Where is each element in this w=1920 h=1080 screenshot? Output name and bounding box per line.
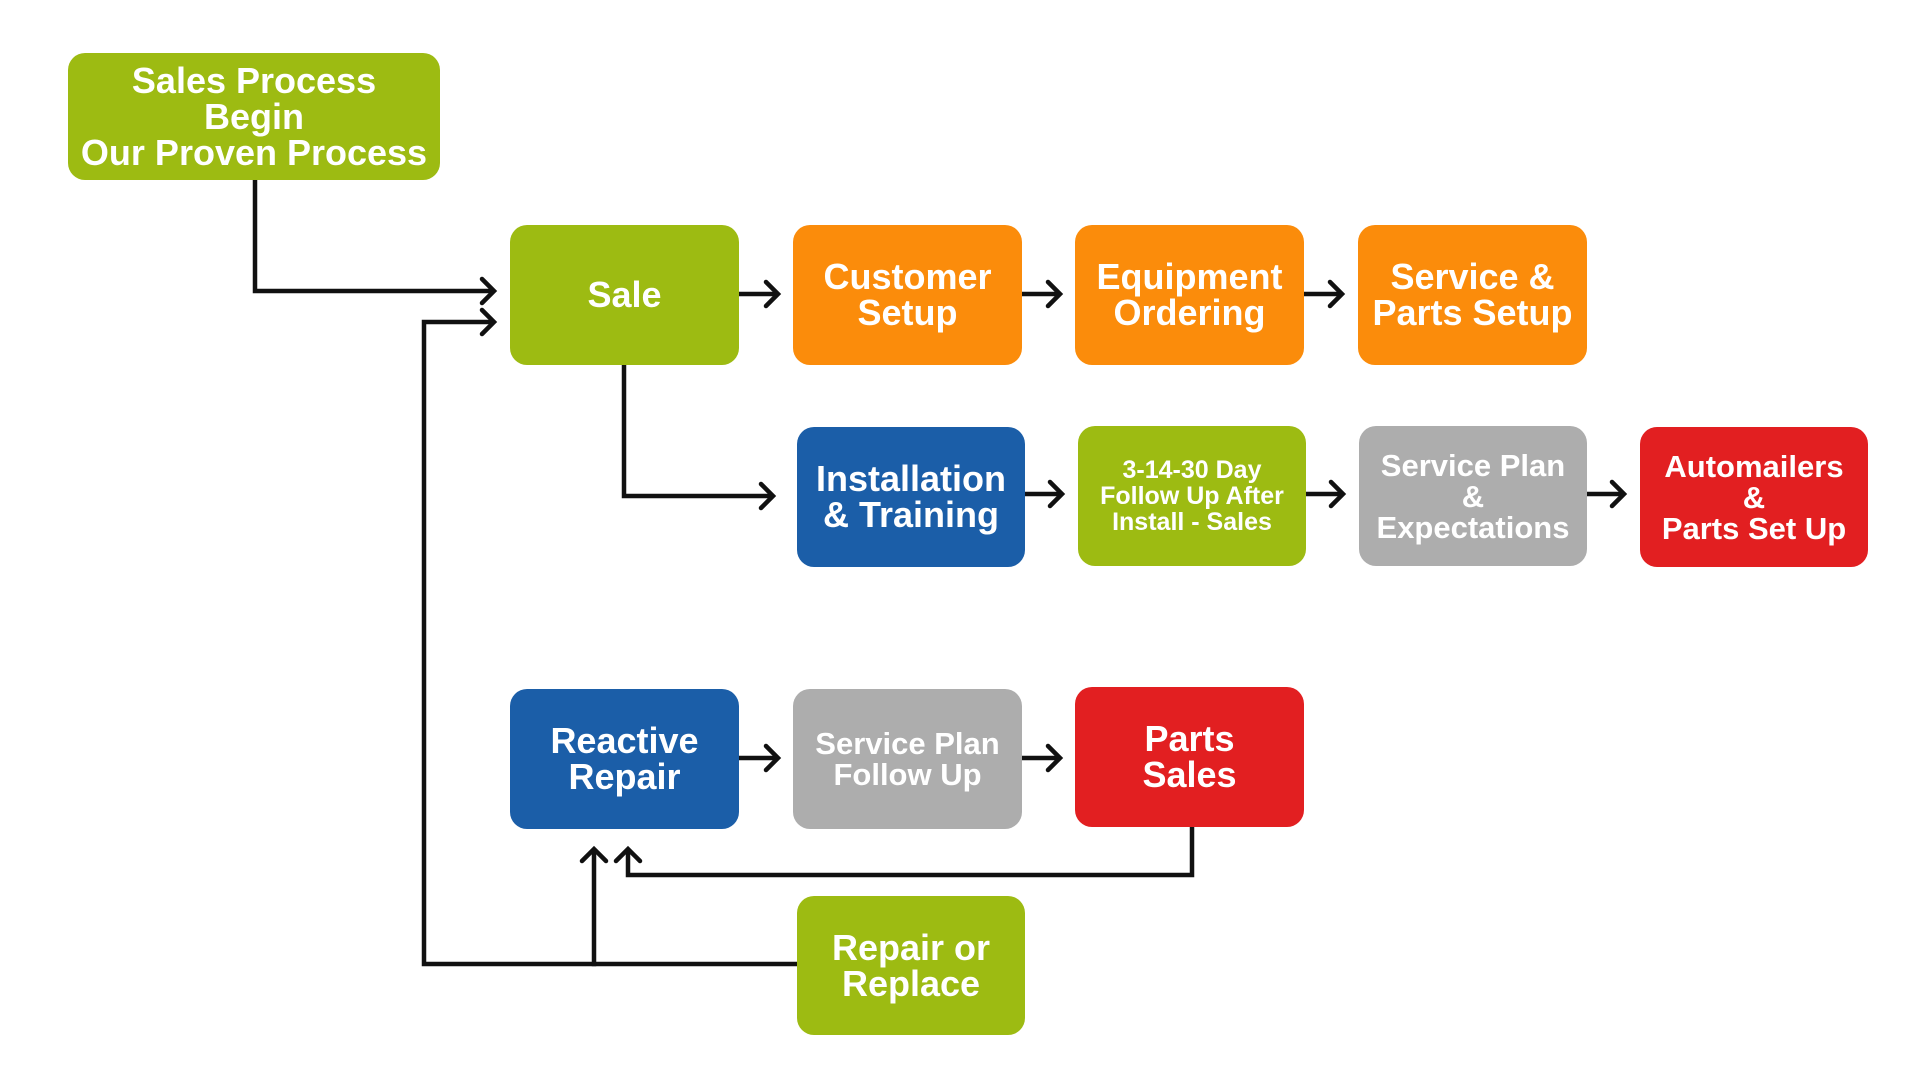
node-label: 3-14-30 Day Follow Up After Install - Sa… [1100, 456, 1284, 536]
node-label: Equipment Ordering [1096, 256, 1283, 333]
edge-sale-to-customer-setup [737, 279, 782, 309]
edge-reactive-repair-to-service-plan-follow-up [737, 743, 782, 773]
node-repair-or-replace[interactable]: Repair or Replace [797, 896, 1025, 1035]
edge-installation-training-to-follow-up [1022, 479, 1066, 509]
node-customer-setup[interactable]: Customer Setup [793, 225, 1022, 365]
node-label: Reactive Repair [550, 720, 699, 797]
node-sale[interactable]: Sale [510, 225, 739, 365]
node-equipment-ordering[interactable]: Equipment Ordering [1075, 225, 1304, 365]
node-label: Sales Process Begin Our Proven Process [80, 59, 428, 173]
node-automailers-parts-setup[interactable]: Automailers & Parts Set Up [1640, 427, 1868, 567]
node-parts-sales[interactable]: Parts Sales [1075, 687, 1304, 827]
node-reactive-repair[interactable]: Reactive Repair [510, 689, 739, 829]
edge-follow-up-to-service-plan-expectations [1303, 479, 1347, 509]
edge-service-plan-expectations-to-automailers [1584, 479, 1628, 509]
edge-sale-to-installation-training [621, 362, 777, 511]
edge-repair-or-replace-to-reactive-repair [579, 845, 609, 967]
edge-start-to-sale [252, 179, 498, 306]
node-service-plan-follow-up[interactable]: Service Plan Follow Up [793, 689, 1022, 829]
node-label: Sale [587, 274, 662, 315]
node-label: Repair or Replace [831, 926, 991, 1004]
node-label: Customer Setup [823, 256, 992, 333]
node-label: Automailers & Parts Set Up [1661, 448, 1847, 546]
node-label: Installation & Training [815, 458, 1007, 535]
node-label: Service & Parts Setup [1372, 256, 1573, 333]
node-installation-training[interactable]: Installation & Training [797, 427, 1025, 567]
edge-repair-or-replace-to-sale [421, 307, 801, 967]
edge-customer-setup-to-equipment-ordering [1019, 279, 1064, 309]
node-follow-up-after-install[interactable]: 3-14-30 Day Follow Up After Install - Sa… [1078, 426, 1306, 566]
edge-parts-sales-to-reactive-repair [613, 824, 1195, 878]
node-label: Service Plan Follow Up [815, 726, 1000, 792]
node-sales-process-begin[interactable]: Sales Process Begin Our Proven Process [68, 53, 440, 180]
node-label: Parts Sales [1142, 718, 1237, 795]
node-service-parts-setup[interactable]: Service & Parts Setup [1358, 225, 1587, 365]
node-label: Service Plan & Expectations [1376, 447, 1570, 545]
edge-equipment-ordering-to-service-parts-setup [1301, 279, 1346, 309]
node-service-plan-expectations[interactable]: Service Plan & Expectations [1359, 426, 1587, 566]
edge-service-plan-follow-up-to-parts-sales [1019, 743, 1064, 773]
